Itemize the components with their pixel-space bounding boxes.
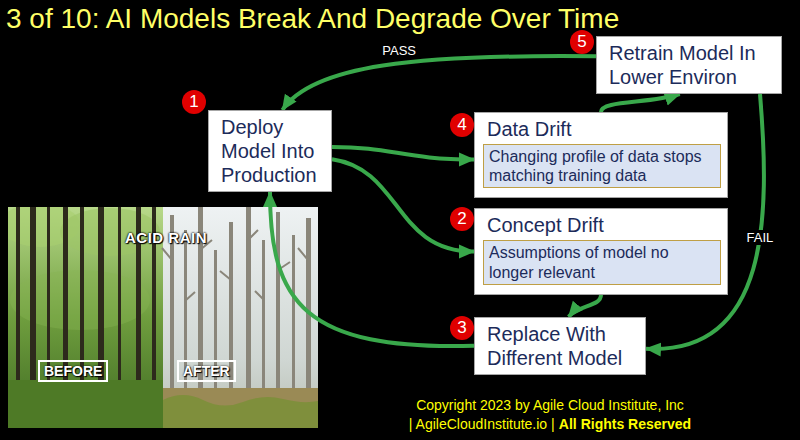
node-text: Retrain Model In Lower Environ xyxy=(609,41,773,89)
callout-number: 2 xyxy=(450,207,474,231)
flow-arrow xyxy=(282,56,596,110)
node-text: Data Drift xyxy=(487,117,719,141)
node-text: Concept Drift xyxy=(487,213,719,237)
process-box: Replace With Different Model xyxy=(474,317,646,375)
flow-arrow xyxy=(332,159,474,251)
forest-floor xyxy=(8,380,163,428)
callout-number: 3 xyxy=(450,316,474,340)
callout-number: 4 xyxy=(450,113,474,137)
process-box: Deploy Model Into Production xyxy=(208,110,332,192)
photo-caption: ACID RAIN xyxy=(125,229,207,246)
copyright-text: Copyright 2023 by Agile Cloud Institute,… xyxy=(416,397,684,413)
flow-arrow xyxy=(270,192,474,346)
ground-grass xyxy=(163,395,318,428)
callout-number: 1 xyxy=(182,90,206,114)
flow-arrow xyxy=(332,147,474,160)
edge-label: PASS xyxy=(379,43,419,58)
photo-tag: AFTER xyxy=(177,360,236,382)
description-box: Changing profile of data stops matching … xyxy=(483,144,721,188)
callout-number: 5 xyxy=(570,30,594,54)
drift-box: Data DriftChanging profile of data stops… xyxy=(474,112,728,198)
node-text: Deploy Model Into Production xyxy=(221,115,323,187)
copyright-line: | AgileCloudInstitute.io |All Rights Res… xyxy=(370,416,730,433)
node-text: Assumptions of model no longer relevant xyxy=(489,243,715,281)
description-box: Assumptions of model no longer relevant xyxy=(483,240,721,284)
flow-arrow xyxy=(569,295,601,317)
node-text: Changing profile of data stops matching … xyxy=(489,147,715,185)
copyright-text: All Rights Reserved xyxy=(559,416,691,432)
slide-title: 3 of 10: AI Models Break And Degrade Ove… xyxy=(6,3,619,35)
node-text: Replace With Different Model xyxy=(487,322,637,370)
copyright-text: | AgileCloudInstitute.io | xyxy=(409,416,555,432)
copyright-line: Copyright 2023 by Agile Cloud Institute,… xyxy=(370,397,730,414)
drift-box: Concept DriftAssumptions of model no lon… xyxy=(474,208,728,294)
photo-tag: BEFORE xyxy=(38,360,108,382)
flow-arrow xyxy=(601,94,680,112)
process-box: Retrain Model In Lower Environ xyxy=(596,36,782,94)
edge-label: FAIL xyxy=(744,230,777,245)
